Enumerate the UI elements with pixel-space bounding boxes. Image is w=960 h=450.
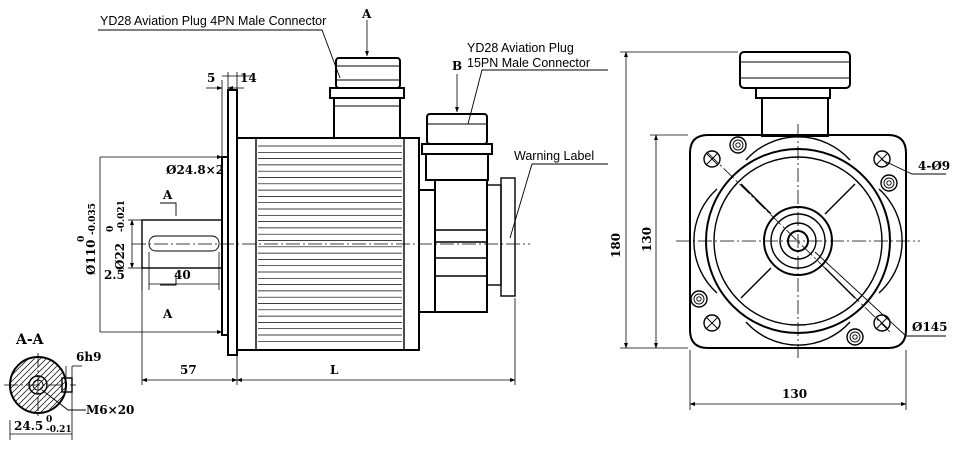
bolt-marker [880,174,898,192]
dim-key-width: 6h9 [76,350,101,364]
dim-bolt-circle-text: Ø145 [912,320,948,334]
rear-cap [418,177,516,313]
view-arrow-a: A [361,7,372,57]
plug-15pn [421,113,493,181]
section-cut-a: A A [160,188,177,321]
bolt-marker [690,290,708,308]
dim-key-depth: 24.5 [14,419,43,433]
dim-lengths: 57 L [141,268,516,385]
dim-body-length: L [330,363,339,377]
dim-pilot-tol-lower: -0.035 [88,203,98,235]
section-mark-a-lower: A [162,307,173,321]
dim-key-offset: 2.5 [104,268,125,282]
dim-shaft-dia-text: Ø22 [113,243,127,270]
dim-flange-height: 130 [640,134,688,349]
dim-mounting-holes-text: 4-Ø9 [918,159,950,173]
section-mark-a-upper: A [162,188,173,202]
callout-plug-15pn-line1: YD28 Aviation Plug [467,41,574,55]
callout-warning-label-text: Warning Label [514,149,594,163]
dim-keyway-hole-text: Ø24.8×2 [166,163,224,177]
front-view: 180 130 130 4-Ø9 Ø145 [609,51,950,410]
dim-flange-width: 130 [689,350,907,410]
front-plugs [739,51,851,137]
dim-bolt-circle: Ø145 [814,251,948,337]
dim-keyway-hole: Ø24.8×2 [99,155,224,334]
dim-flange-width-text: 130 [782,387,807,401]
view-mark-a: A [361,7,372,21]
dim-tapped-hole: M6×20 [86,403,134,417]
dim-mounting-holes: 4-Ø9 [881,159,950,175]
callout-plug-4pn-text: YD28 Aviation Plug 4PN Male Connector [100,14,326,28]
dim-shaft-dia: Ø22 0 -0.021 [106,200,142,270]
flange [221,89,238,356]
mounting-hole [703,314,721,332]
callout-warning-label: Warning Label [509,149,608,239]
dim-key-depth-tol-upper: 0 [46,415,52,425]
plug-4pn [329,57,405,139]
dim-key-length: 40 [174,268,191,282]
side-view: A A A B YD28 Aviation Plug 4PN Male Conn… [77,7,608,385]
dim-flange-height-text: 130 [640,227,654,252]
mounting-hole [873,314,891,332]
dim-flange-thickness: 5 [207,71,215,85]
bolt-marker [846,328,864,346]
mounting-hole [873,150,891,168]
dim-key-depth-tol-lower: -0.21 [46,425,72,435]
dim-flange-offset: 14 [240,71,257,85]
front-flange [689,134,907,349]
dim-overall-height: 180 [609,51,738,349]
dim-shaft-tol-lower: -0.021 [117,200,127,232]
dim-key: 2.5 40 [104,252,220,290]
bolt-marker [729,136,747,154]
dim-shaft-tol-upper: 0 [106,226,116,232]
dim-overall-height-text: 180 [609,233,623,258]
callout-plug-15pn: YD28 Aviation Plug 15PN Male Connector [467,41,608,125]
dim-pilot-tol-upper: 0 [77,236,87,242]
dim-pilot-dia: Ø110 0 -0.035 [77,203,98,275]
dim-shaft-length: 57 [180,363,197,377]
section-title: A-A [15,332,45,348]
dim-flange-top: 5 14 [206,71,257,156]
callout-plug-4pn: YD28 Aviation Plug 4PN Male Connector [98,14,341,79]
mounting-holes [690,136,898,346]
callout-plug-15pn-line2: 15PN Male Connector [467,56,590,70]
dim-pilot-dia-text: Ø110 [84,239,98,275]
section-a-a: A-A 6h9 M6×20 24.5 0 -0.21 [4,332,134,440]
mounting-hole [703,150,721,168]
view-arrow-b: B [452,59,462,113]
cooling-fins [258,145,402,342]
view-mark-b: B [452,59,462,73]
